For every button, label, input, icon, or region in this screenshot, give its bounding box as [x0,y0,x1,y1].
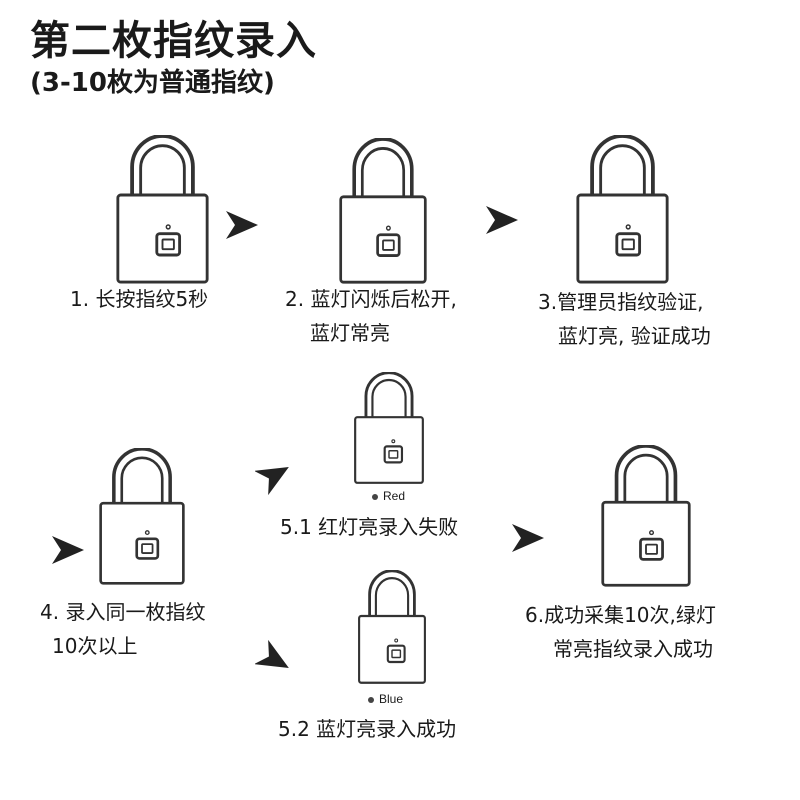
step-6-caption: 6.成功采集10次,绿灯 常亮指纹录入成功 [525,603,716,661]
page-title: 第二枚指纹录入 [30,18,317,64]
padlock-step-6 [600,445,692,588]
padlock-step-5-2-blue [357,570,427,685]
padlock-step-3 [575,135,670,285]
led-dot-icon [368,696,374,703]
step-1-caption: 1. 长按指纹5秒 [70,287,209,311]
padlock-step-4 [98,448,186,586]
arrow-down-right-icon [255,640,295,680]
arrow-right-icon [222,205,262,245]
arrow-right-icon [508,518,548,558]
arrow-up-right-icon [255,455,295,495]
step-3-caption: 3.管理员指纹验证, 蓝灯亮, 验证成功 [538,290,711,348]
arrow-right-icon [48,530,88,570]
arrow-right-icon [482,200,522,240]
blue-led-label: Blue [368,692,403,706]
padlock-step-2 [338,138,428,285]
step-4-caption: 4. 录入同一枚指纹 10次以上 [40,600,206,658]
red-led-label: Red [372,489,405,503]
step-5-1-caption: 5.1 红灯亮录入失败 [280,515,459,539]
padlock-step-1 [115,135,210,285]
padlock-step-5-1-red [353,372,425,485]
led-dot-icon [372,493,378,500]
page-subtitle: (3-10枚为普通指纹) [30,68,275,98]
step-5-2-caption: 5.2 蓝灯亮录入成功 [278,717,457,741]
step-2-caption: 2. 蓝灯闪烁后松开, 蓝灯常亮 [285,287,457,345]
